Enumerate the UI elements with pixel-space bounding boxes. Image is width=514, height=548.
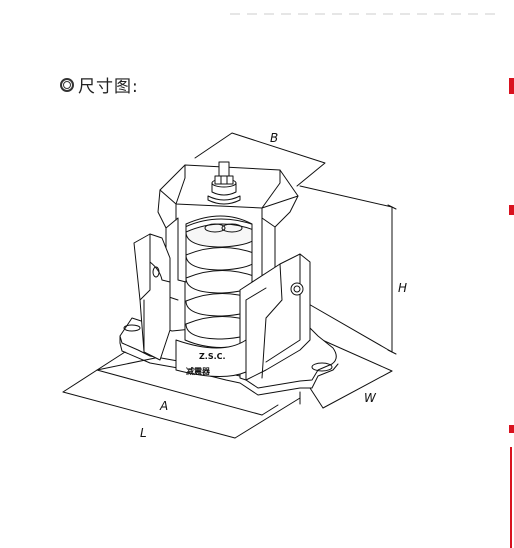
right-edge-border [510, 447, 512, 548]
adjustment-bolt [207, 161, 241, 205]
dimension-a-l-lines [62, 351, 301, 439]
right-edge-marker-3 [509, 425, 514, 433]
dimension-h-label: H [398, 281, 407, 295]
bottom-cup [175, 339, 247, 378]
dimension-b-label: B [270, 131, 278, 145]
section-heading-label: 尺寸图: [78, 77, 139, 97]
double-circle-icon [60, 77, 74, 92]
right-bracket [239, 253, 311, 381]
dimension-w-label: W [364, 391, 377, 405]
dimension-w-lines [309, 338, 393, 409]
section-heading: 尺寸图: [60, 72, 139, 97]
dimension-b-lines [194, 132, 397, 355]
dimension-l-label: L [140, 426, 147, 440]
right-edge-marker-1 [509, 78, 514, 94]
plate-product: 减震器 [186, 366, 211, 376]
right-edge-marker-2 [509, 205, 514, 215]
plate-brand: Z.S.C. [199, 352, 226, 361]
left-bracket [133, 233, 171, 361]
dimension-a-label: A [159, 399, 168, 413]
top-decoration [230, 0, 514, 15]
